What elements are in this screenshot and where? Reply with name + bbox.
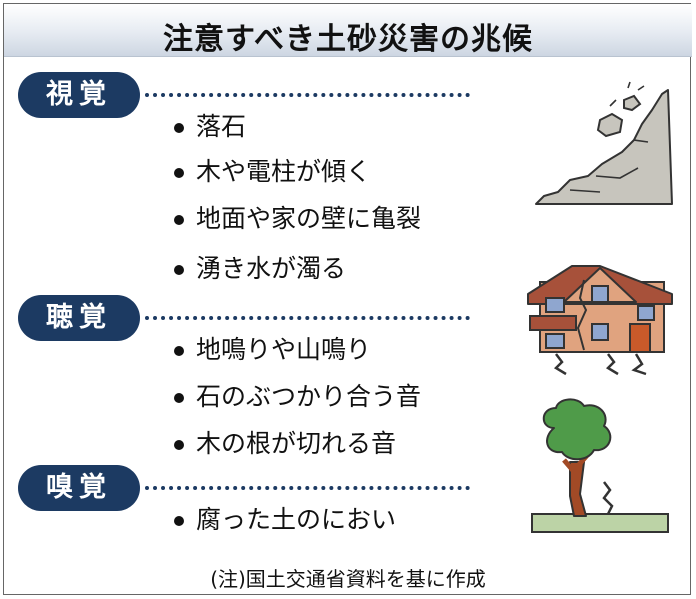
ground-crack <box>553 353 647 376</box>
bullet-icon <box>174 168 184 178</box>
sense-badge-hearing: 聴覚 <box>18 295 140 341</box>
falling-rock-icon <box>596 112 624 138</box>
balcony <box>529 315 577 331</box>
list-item: 木の根が切れる音 <box>174 429 396 459</box>
leaning-tree-illustration <box>531 398 669 533</box>
bullet-icon <box>174 123 184 133</box>
slope-shape <box>535 89 673 205</box>
bullet-icon <box>174 440 184 450</box>
window <box>545 297 565 313</box>
bullet-icon <box>174 215 184 225</box>
list-item: 石のぶつかり合う音 <box>174 382 421 412</box>
wall-crack <box>576 279 588 351</box>
dotted-divider <box>145 316 470 320</box>
door <box>629 323 651 353</box>
sense-badge-smell: 嗅覚 <box>18 465 140 511</box>
ground-crack <box>602 481 614 515</box>
dotted-divider <box>145 93 470 97</box>
page-title: 注意すべき土砂災害の兆候 <box>163 22 533 57</box>
ground <box>531 513 669 533</box>
rockfall-illustration <box>535 81 673 205</box>
cracked-house-illustration <box>527 265 673 376</box>
bullet-icon <box>174 346 184 356</box>
window <box>591 323 609 341</box>
list-item: 地鳴りや山鳴り <box>174 335 371 365</box>
sense-badge-sight: 視覚 <box>18 72 140 118</box>
bullet-icon <box>174 393 184 403</box>
window <box>545 333 565 349</box>
list-item: 地面や家の壁に亀裂 <box>174 204 421 234</box>
window <box>591 285 609 303</box>
source-note: (注)国土交通省資料を基に作成 <box>210 567 486 591</box>
list-item: 湧き水が濁る <box>174 254 346 284</box>
title-bar: 注意すべき土砂災害の兆候 <box>4 4 692 57</box>
list-item: 落石 <box>174 112 246 142</box>
window <box>637 305 655 321</box>
bullet-icon <box>174 265 184 275</box>
bullet-icon <box>174 516 184 526</box>
motion-line <box>609 81 645 107</box>
tree-leaves <box>542 398 612 461</box>
falling-rock-icon <box>623 94 642 112</box>
list-item: 腐った土のにおい <box>174 505 396 535</box>
list-item: 木や電柱が傾く <box>174 157 371 187</box>
dotted-divider <box>145 486 470 490</box>
crack-line <box>569 139 649 193</box>
